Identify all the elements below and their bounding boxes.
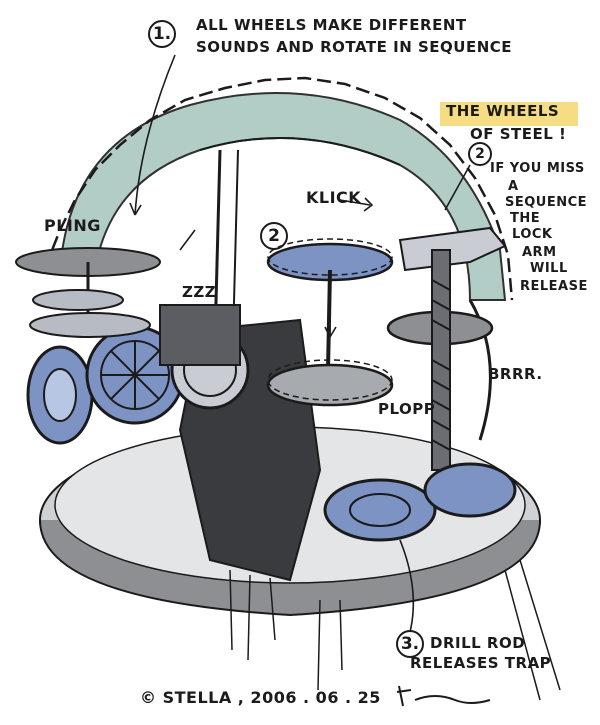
sound-pling: PLING [44, 216, 101, 235]
klick-gear [266, 238, 394, 371]
right-gear-and-drill-rod [323, 226, 517, 542]
note-2-center-number: 2 [260, 222, 288, 250]
note-1-line-1: ALL WHEELS MAKE DIFFERENT [196, 16, 467, 34]
sound-zzz: ZZZ [182, 283, 217, 301]
signature-scribble [396, 685, 491, 707]
right-wheel-rim [468, 299, 492, 441]
note-2-line-4: THE [510, 211, 541, 226]
title-line-1: THE WHEELS [446, 102, 560, 120]
note-1-number: 1. [148, 20, 176, 48]
signature-text: © STELLA , 2006 . 06 . 25 [140, 688, 381, 707]
annotation-arrows [129, 54, 471, 633]
note-2-line-8: RELEASE [520, 279, 588, 294]
note-2-line-5: LOCK [512, 227, 553, 242]
drip-lines [229, 559, 561, 701]
note-2-right-number: 2 [468, 142, 492, 166]
note-1-line-2: SOUNDS AND ROTATE IN SEQUENCE [196, 38, 513, 56]
left-gear-stack [26, 304, 250, 445]
note-3-line-1: DRILL ROD [430, 634, 526, 652]
note-2-line-6: ARM [522, 245, 557, 260]
note-3-number: 3. [396, 630, 424, 658]
note-2-line-2: A [508, 179, 519, 194]
title-highlight [440, 102, 578, 126]
sound-plopp: PLOPP [378, 400, 436, 418]
note-2-line-7: WILL [530, 261, 568, 276]
note-3-line-2: RELEASES TRAP [410, 654, 552, 672]
title-line-2: OF STEEL ! [470, 125, 567, 143]
note-2-line-3: SEQUENCE [505, 195, 588, 210]
middle-gear-stack [266, 359, 394, 407]
note-2-line-1: IF YOU MISS [490, 161, 585, 176]
sound-klick: KLICK [306, 188, 362, 207]
sound-brrr: BRRR. [488, 365, 543, 383]
